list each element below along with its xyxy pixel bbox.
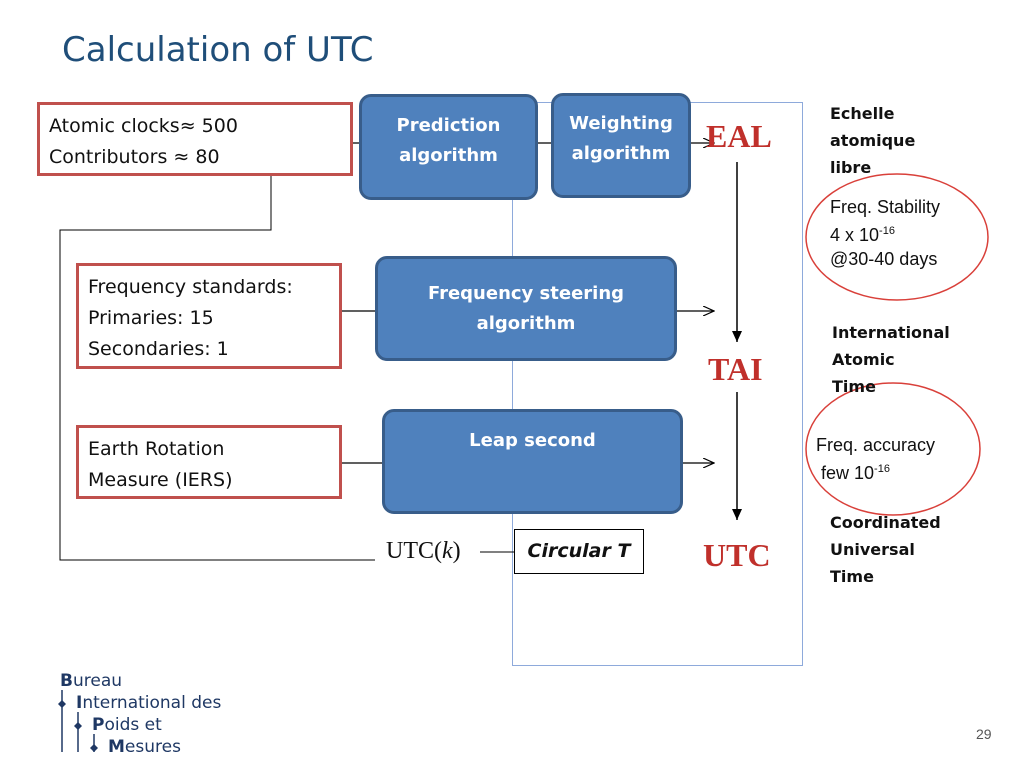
earth-rotation-label: Earth Rotation xyxy=(88,438,225,460)
weighting-algorithm-box: Weighting algorithm xyxy=(551,93,691,198)
weighting-algorithm-label: algorithm xyxy=(571,143,671,164)
freq-standards-label: Frequency standards: xyxy=(88,276,293,298)
tai-desc-line3: Time xyxy=(832,377,876,396)
stability-text: Freq. Stability 4 x 10-16 @30-40 days xyxy=(830,195,940,271)
circular-t-label: Circular T xyxy=(527,540,631,562)
stability-base: 4 x 10 xyxy=(830,225,880,245)
accuracy-ellipse xyxy=(805,382,981,516)
eal-label: EAL xyxy=(706,118,772,154)
prediction-algorithm-label: algorithm xyxy=(399,145,498,166)
primaries-count: Primaries: 15 xyxy=(88,307,214,329)
utc-desc-line2: Universal xyxy=(830,540,915,559)
logo-line1: Bureau xyxy=(60,670,221,692)
clocks-count: Atomic clocks≈ 500 xyxy=(49,115,238,137)
logo-r1: ureau xyxy=(72,671,123,691)
iers-label: Measure (IERS) xyxy=(88,469,233,491)
utc-desc-line1: Coordinated xyxy=(830,513,941,532)
secondaries-count: Secondaries: 1 xyxy=(88,338,229,360)
eal-desc-line2: atomique xyxy=(830,131,916,150)
logo-b4: M xyxy=(108,737,125,757)
logo-b2: I xyxy=(76,693,83,713)
contributors-count: Contributors ≈ 80 xyxy=(49,146,220,168)
logo-line2: International des xyxy=(60,692,221,714)
weighting-label: Weighting xyxy=(569,113,673,134)
frequency-standards-box: Frequency standards: Primaries: 15 Secon… xyxy=(76,263,342,369)
page-number: 29 xyxy=(976,726,992,742)
prediction-algorithm-box: Prediction algorithm xyxy=(359,94,538,200)
utck-prefix: UTC( xyxy=(386,538,442,564)
utck-k: k xyxy=(442,538,453,564)
prediction-label: Prediction xyxy=(396,115,501,136)
tai-desc-line2: Atomic xyxy=(832,350,895,369)
tai-description: International Atomic Time xyxy=(832,319,950,400)
earth-rotation-box: Earth Rotation Measure (IERS) xyxy=(76,425,342,499)
bipm-logo-lines xyxy=(58,690,98,752)
logo-r2: nternational des xyxy=(82,693,222,713)
eal-desc-line3: libre xyxy=(830,158,872,177)
utc-label: UTC xyxy=(703,537,771,573)
eal-desc-line1: Echelle xyxy=(830,104,895,123)
atomic-clocks-box: Atomic clocks≈ 500 Contributors ≈ 80 xyxy=(37,102,353,176)
accuracy-line1: Freq. accuracy xyxy=(816,435,936,455)
logo-line4: Mesures xyxy=(60,736,221,758)
logo-r3: oids et xyxy=(104,715,162,735)
stability-exp: -16 xyxy=(879,225,895,237)
utc-desc-line3: Time xyxy=(830,567,874,586)
stability-line2: 4 x 10-16 xyxy=(830,219,940,247)
accuracy-line2: few 10-16 xyxy=(816,457,935,485)
page-title: Calculation of UTC xyxy=(62,30,374,70)
steering-algorithm-label: algorithm xyxy=(476,313,576,334)
accuracy-base: few 10 xyxy=(821,463,875,483)
tai-label: TAI xyxy=(708,351,763,387)
utck-suffix: ) xyxy=(452,538,461,564)
logo-b3: P xyxy=(92,715,105,735)
utc-description: Coordinated Universal Time xyxy=(830,509,941,590)
accuracy-text: Freq. accuracy few 10-16 xyxy=(816,433,935,485)
tai-desc-line1: International xyxy=(832,323,950,342)
logo-r4: esures xyxy=(124,737,181,757)
logo-line3: Poids et xyxy=(60,714,221,736)
accuracy-exp: -16 xyxy=(874,463,890,475)
stability-ellipse xyxy=(805,173,989,301)
bipm-logo: Bureau International des Poids et Mesure… xyxy=(60,670,221,758)
stability-line3: @30-40 days xyxy=(830,249,938,269)
utck-label: UTC(k) xyxy=(386,538,461,565)
eal-description: Echelle atomique libre xyxy=(830,100,915,181)
leap-second-label: Leap second xyxy=(469,430,596,451)
stability-line1: Freq. Stability xyxy=(830,197,941,217)
circular-t-box: Circular T xyxy=(514,529,644,574)
frequency-steering-box: Frequency steering algorithm xyxy=(375,256,677,361)
leap-second-box: Leap second xyxy=(382,409,683,514)
feedback-line xyxy=(59,176,375,561)
logo-b1: B xyxy=(60,671,73,691)
steering-label: Frequency steering xyxy=(427,283,625,304)
